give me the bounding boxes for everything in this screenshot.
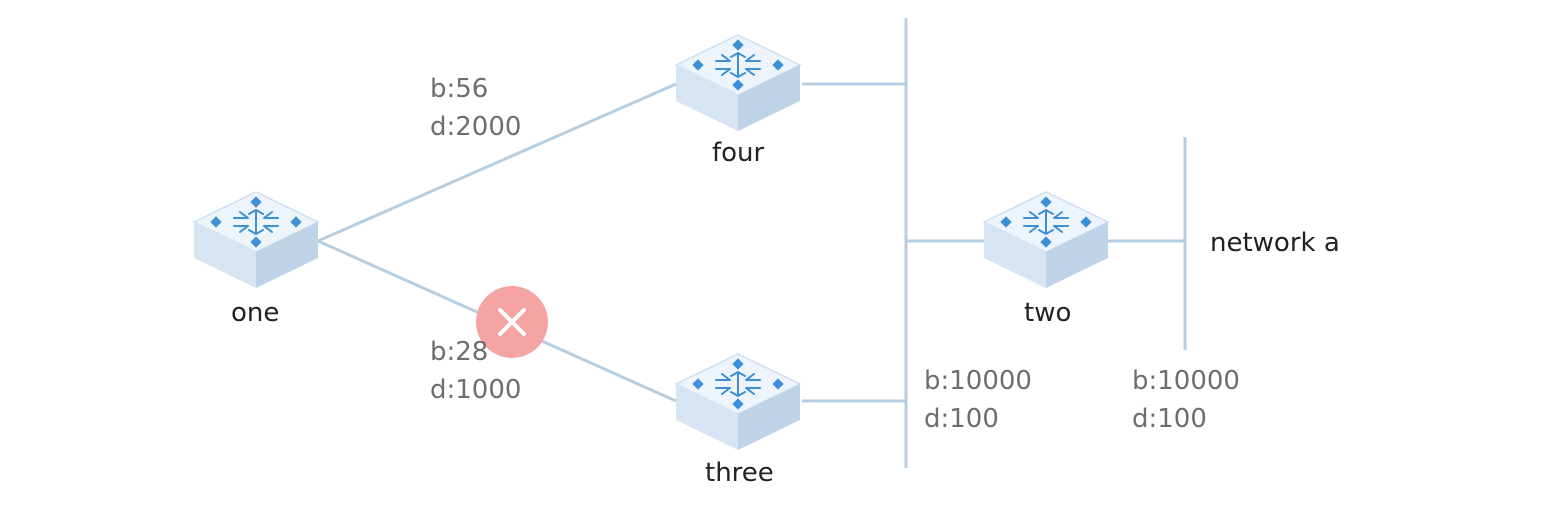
node-label-four: four xyxy=(712,138,765,168)
link-failure-badge[interactable] xyxy=(476,286,548,358)
link-bandwidth-one-four: b:56 xyxy=(430,74,489,104)
switch-three[interactable] xyxy=(675,353,801,451)
link-delay-segment: d:100 xyxy=(924,404,999,434)
link-bandwidth-two-network: b:10000 xyxy=(1132,366,1240,396)
link-delay-two-network: d:100 xyxy=(1132,404,1207,434)
switch-icon xyxy=(983,191,1109,289)
node-label-three: three xyxy=(705,458,774,488)
link-delay-one-three: d:1000 xyxy=(430,375,522,405)
switch-four[interactable] xyxy=(675,34,801,132)
switch-icon xyxy=(193,191,319,289)
node-label-two: two xyxy=(1024,298,1072,328)
node-label-one: one xyxy=(231,298,280,328)
network-label: network a xyxy=(1210,228,1340,258)
link-one-four[interactable] xyxy=(317,82,677,243)
switch-icon xyxy=(675,34,801,132)
link-delay-one-four: d:2000 xyxy=(430,112,522,142)
switch-two[interactable] xyxy=(983,191,1109,289)
link-bandwidth-one-three: b:28 xyxy=(430,337,489,367)
switch-icon xyxy=(675,353,801,451)
links xyxy=(317,18,1187,468)
link-bandwidth-segment: b:10000 xyxy=(924,366,1032,396)
switch-one[interactable] xyxy=(193,191,319,289)
close-icon xyxy=(498,308,526,336)
